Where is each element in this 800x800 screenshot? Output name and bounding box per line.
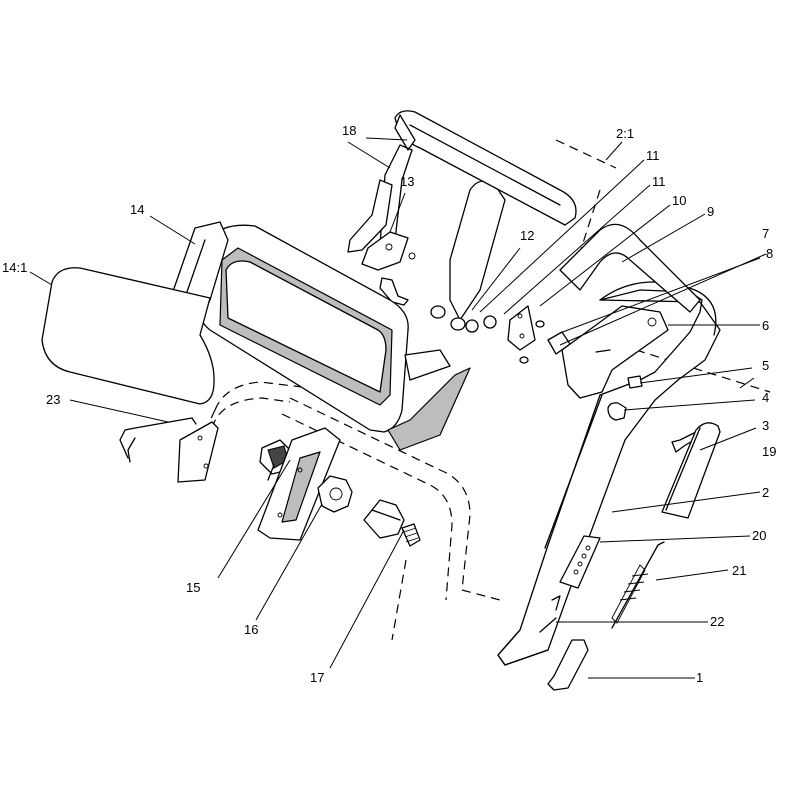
adjuster-plate-20 [559,535,601,589]
left-tube-end [177,421,219,483]
callout-11-b: 11 [652,174,666,189]
callout-18: 18 [342,123,356,138]
callout-23: 23 [46,392,60,407]
cover-panel [41,267,215,405]
callout-14-1: 14:1 [2,260,27,275]
callout-4: 4 [762,390,769,405]
lever-plate [257,427,341,541]
hardware-stack [430,305,545,364]
main-handle-tube [497,281,721,666]
callout-17: 17 [310,670,324,685]
callout-2-1: 2:1 [616,126,634,141]
callout-13: 13 [400,174,414,189]
callout-15: 15 [186,580,200,595]
console-bezel [169,221,471,451]
callout-16: 16 [244,622,258,637]
u-pin-23 [119,417,197,463]
callout-3: 3 [762,418,769,433]
leader-lines [29,137,767,679]
sleeve-19 [661,422,721,519]
callout-6: 6 [762,318,769,333]
callout-20: 20 [752,528,766,543]
callout-11-a: 11 [646,148,660,163]
callout-19: 19 [762,444,776,459]
top-grip-bar [347,110,577,253]
callout-7: 7 [762,226,769,241]
bracket-assembly [547,305,705,453]
callout-21: 21 [732,563,746,578]
callout-10: 10 [672,193,686,208]
callout-1: 1 [696,670,703,685]
callout-5: 5 [762,358,769,373]
bracket-13 [361,231,416,306]
callout-2: 2 [762,485,769,500]
spring-21 [611,541,665,629]
callout-12: 12 [520,228,534,243]
callout-labels: 1 2 2:1 3 4 5 6 7 8 9 10 11 11 12 13 14 … [2,123,776,685]
callout-9: 9 [707,204,714,219]
u-pin-22 [539,595,589,691]
knob-16 [317,475,353,513]
callout-22: 22 [710,614,724,629]
callout-14: 14 [130,202,144,217]
star-knob-17 [363,499,421,547]
callout-8: 8 [766,246,773,261]
